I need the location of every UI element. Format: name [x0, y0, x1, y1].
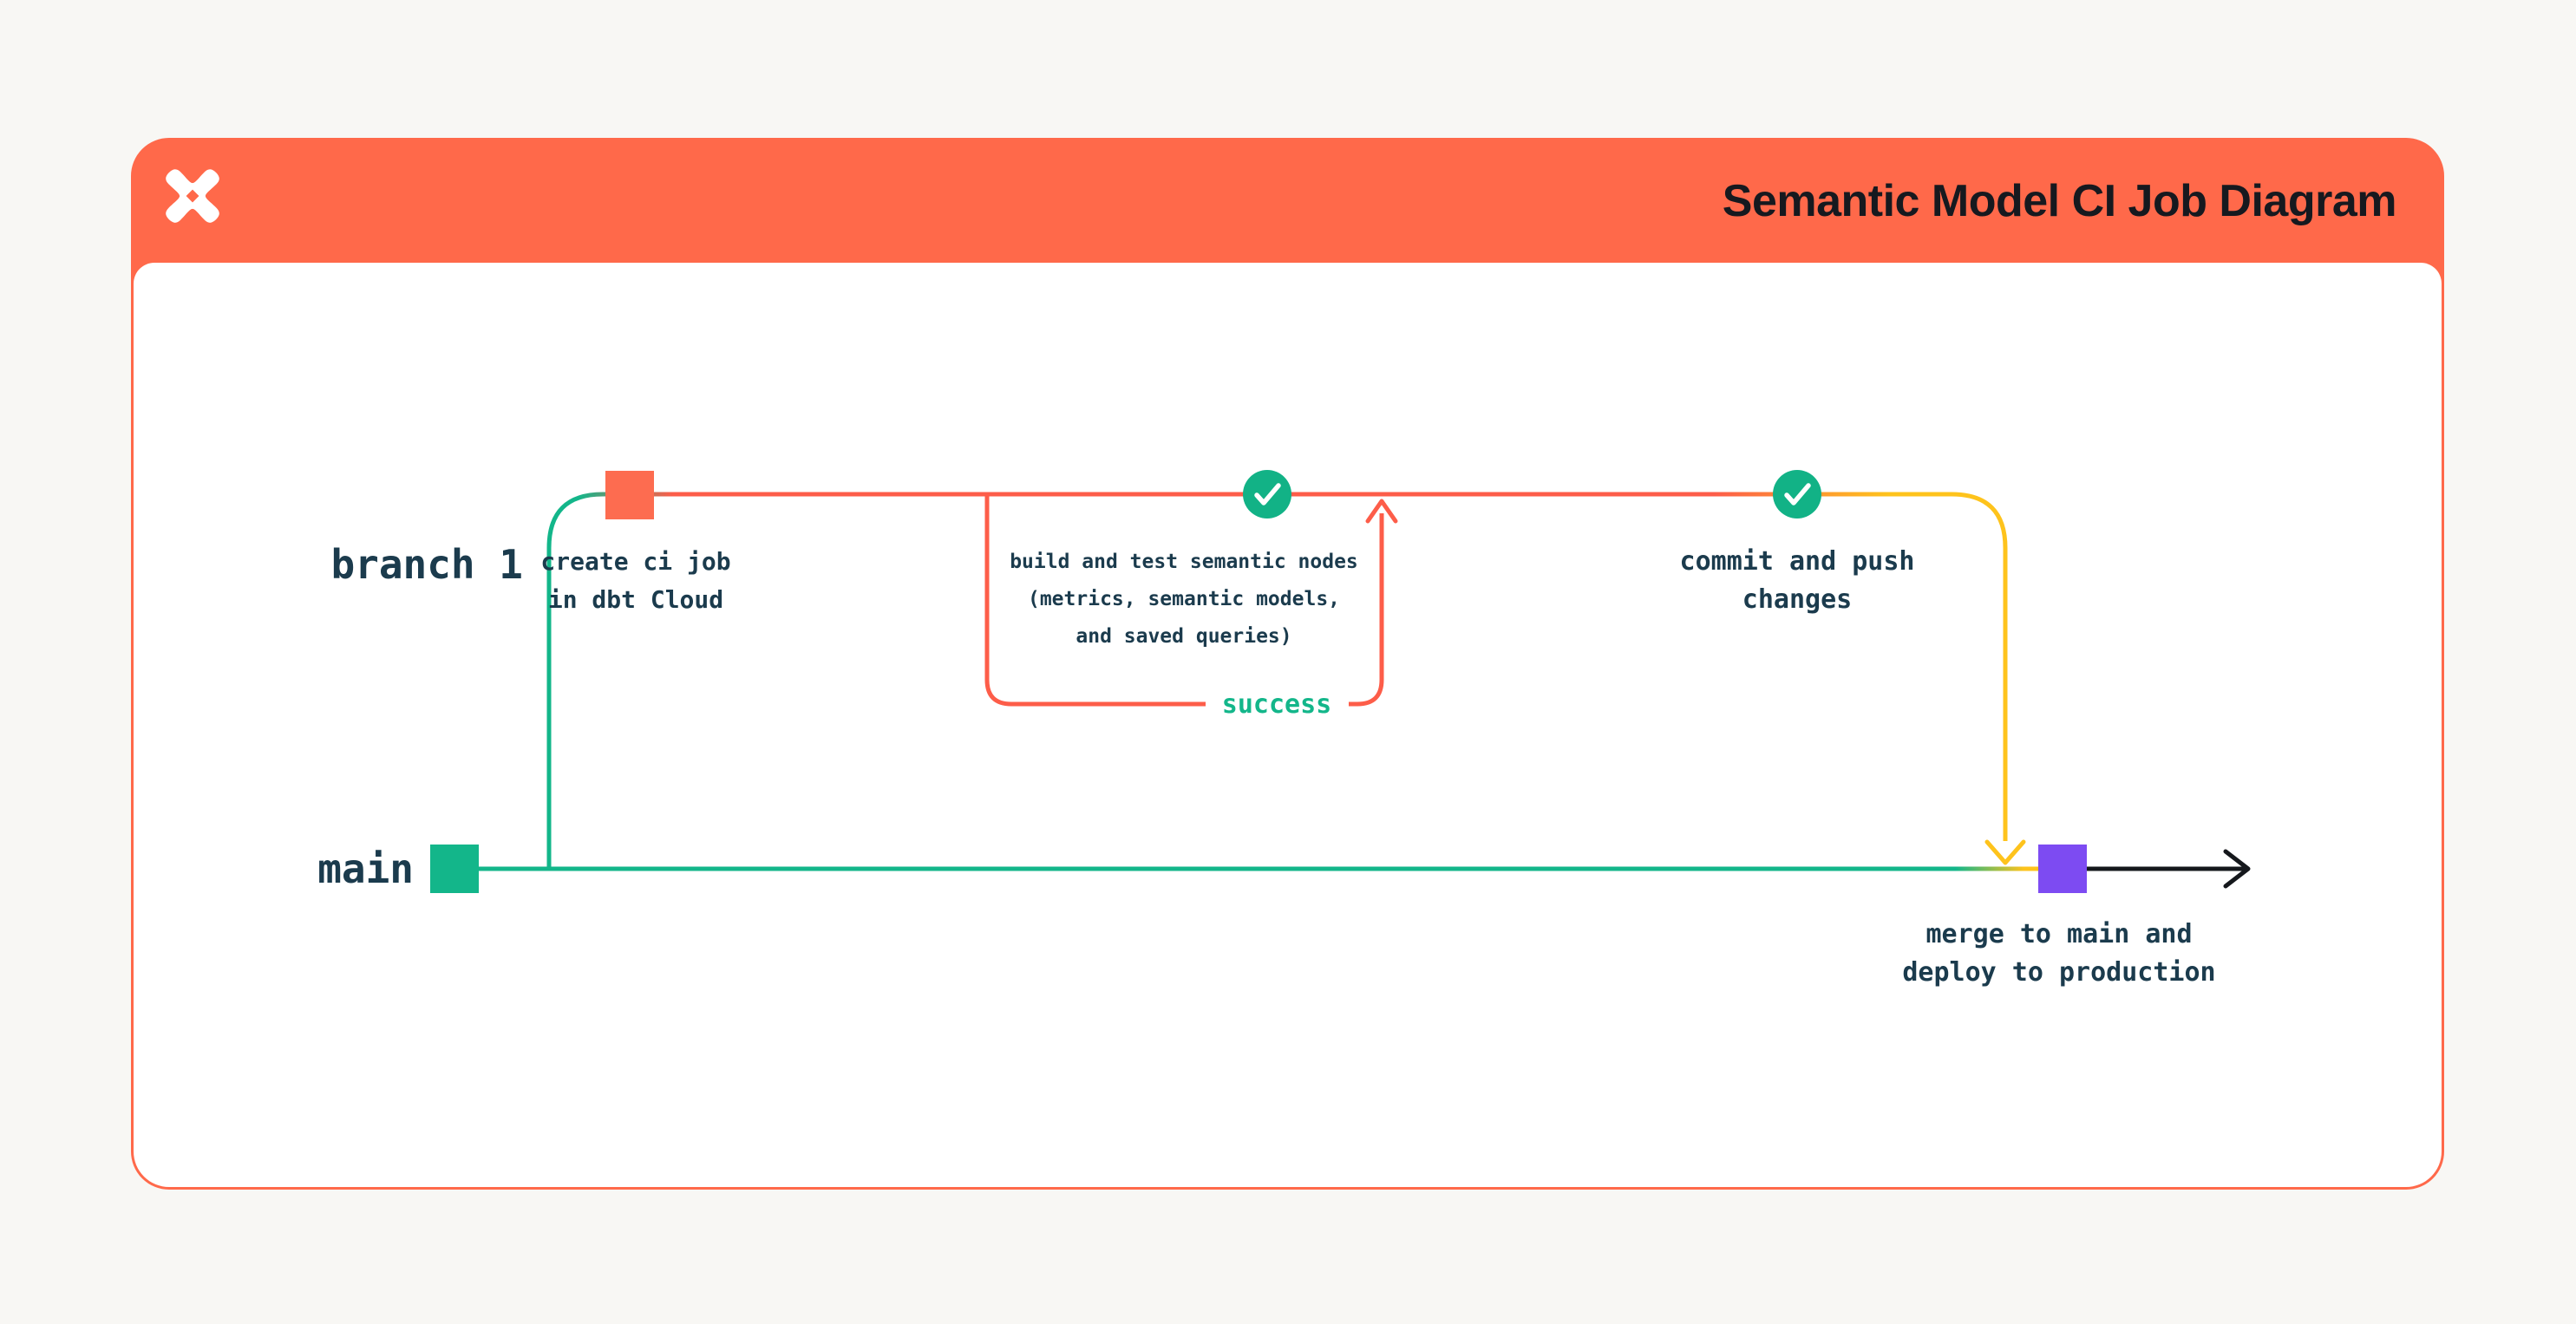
card-body [134, 263, 2442, 1187]
build-and-test-label: build and test semantic nodes (metrics, … [1010, 551, 1358, 648]
dbt-logo-icon [166, 169, 219, 223]
main-label: main [317, 845, 414, 892]
create-ci-job-label: create ci job in dbt Cloud [540, 547, 731, 614]
success-label: success [1221, 689, 1332, 720]
diagram-card: Semantic Model CI Job Diagram [131, 138, 2444, 1190]
page-title: Semantic Model CI Job Diagram [1722, 176, 2397, 226]
branch1-label: branch 1 [330, 541, 523, 588]
commit-and-push-label: commit and push changes [1679, 546, 1915, 615]
merge-to-main-label: merge to main and deploy to production [1902, 919, 2216, 988]
